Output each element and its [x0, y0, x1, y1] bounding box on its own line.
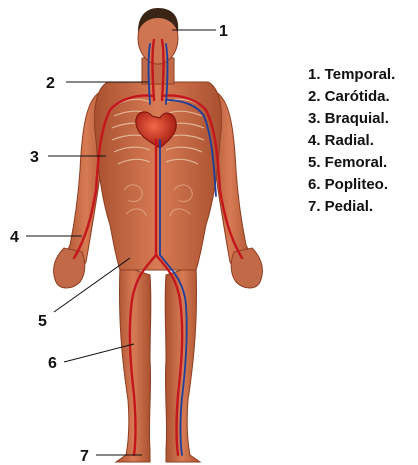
right-hand: [231, 248, 262, 288]
callout-number-4: 4: [10, 229, 19, 246]
legend-item: 3. Braquial.: [308, 108, 395, 130]
legend-item: 7. Pedial.: [308, 196, 395, 218]
legend-item: 2. Carótida.: [308, 86, 395, 108]
legend-item: 6. Popliteo.: [308, 174, 395, 196]
right-leg: [165, 265, 200, 462]
callout-number-3: 3: [30, 149, 39, 166]
legend-item: 4. Radial.: [308, 130, 395, 152]
arteries-legend: 1. Temporal. 2. Carótida. 3. Braquial. 4…: [308, 64, 395, 218]
legend-item: 5. Femoral.: [308, 152, 395, 174]
callout-number-2: 2: [46, 75, 55, 92]
callout-number-5: 5: [38, 313, 47, 330]
callout-number-6: 6: [48, 355, 57, 372]
callout-number-1: 1: [219, 23, 228, 40]
callout-number-7: 7: [80, 448, 89, 465]
left-hand: [54, 248, 85, 288]
torso: [95, 82, 222, 270]
legend-item: 1. Temporal.: [308, 64, 395, 86]
